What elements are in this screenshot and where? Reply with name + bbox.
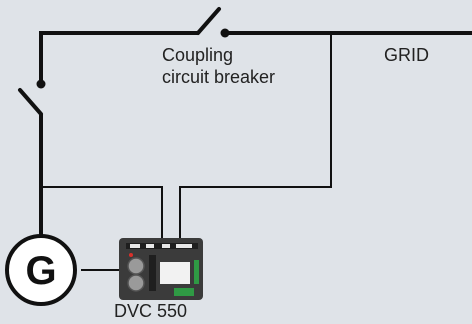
device-label-panel [160, 262, 190, 284]
device-label: DVC 550 [114, 301, 188, 321]
generator-circle [5, 234, 77, 306]
coupling-breaker-label-line2: circuit breaker [162, 67, 276, 87]
grid-sensing-wire [179, 33, 332, 240]
device-terminal-4 [176, 244, 192, 248]
generator-sensing-wire [41, 186, 163, 240]
generator-breaker-blade [18, 88, 43, 116]
generator: G [5, 234, 77, 306]
generator-symbol: G [25, 249, 56, 293]
coupling-breaker-label: Coupling circuit breaker [162, 44, 275, 88]
device-terminal-3 [162, 244, 170, 248]
device-terminal-2 [146, 244, 154, 248]
device-terminal-1 [130, 244, 140, 248]
generator-breaker-contact [36, 79, 46, 89]
grid-label: GRID [384, 45, 429, 65]
coupling-breaker-blade [196, 7, 221, 35]
dvc-550-device [119, 238, 203, 300]
device-potentiometer-2 [127, 274, 145, 292]
device-green-terminal-bottom [174, 288, 194, 296]
coupling-breaker-label-line1: Coupling [162, 45, 234, 65]
device-green-terminal-side [194, 260, 199, 284]
device-heatsink [149, 255, 156, 291]
device-led [129, 253, 133, 257]
device-potentiometer-1 [127, 257, 145, 275]
